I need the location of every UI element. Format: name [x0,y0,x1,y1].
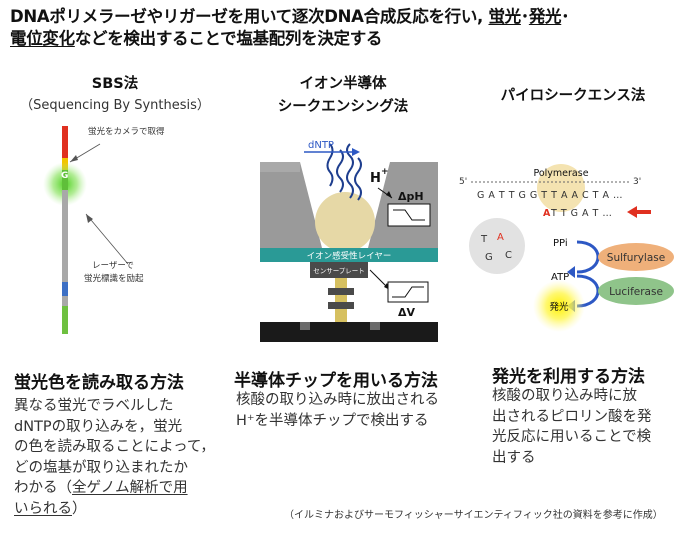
sbs-highlight-cont: いられる [14,500,72,517]
sulfurylase-arrowhead [567,266,575,278]
pyro-desc-line: 出する [492,449,536,466]
sbs-subheading: （Sequencing By Synthesis） [20,98,210,113]
ion-sensitive-layer [260,248,438,262]
sbs-desc-line: 異なる蛍光でラベルした [14,398,174,414]
sulfurylase-arrow [576,240,600,274]
dna-strand [354,157,362,201]
polymerase [537,164,585,212]
h-plus: + [381,167,389,177]
dph-arrowhead [386,191,392,198]
sbs-desc-end: ） [72,500,87,517]
pyro-desc-line: 核酸の取り込み時に放 [492,388,637,404]
sbs-section-title: 蛍光色を読み取る方法 [14,373,184,393]
ion-description: 核酸の取り込み時に放出される H⁺を半導体チップで検出する [236,390,466,431]
ion-desc-line: H⁺を半導体チップで検出する [236,412,429,429]
ion-heading-2: シークエンシング法 [277,99,409,115]
blue-segment [62,282,68,296]
ion-section-title: 半導体チップを用いる方法 [234,371,438,391]
pyro-description: 核酸の取り込み時に放 出されるピロリン酸を発 光反応に用いることで検 出する [492,386,672,468]
sulfurylase-label: Sulfurylase [607,252,665,264]
light-label: 発光 [549,301,569,313]
ion-desc-line: 核酸の取り込み時に放出される [236,392,439,408]
atp-label: ATP [551,272,569,283]
sulfurylase-enzyme [598,243,674,271]
chip-pad [300,322,310,330]
chip-wall-left [260,162,322,248]
sbs-desc-line: の色を読み取ることによって， [14,439,215,455]
three-prime-label: 3' [633,177,641,187]
sbs-desc-line: どの塩基が取り込まれたか [14,459,188,476]
synthesized-sequence: T T G A T … [550,208,612,219]
laser-pointer [85,213,129,265]
template-sequence: G A T T G G T T A A C T A … [477,190,623,201]
title-separator: ･ [561,7,570,26]
pyro-desc-line: 光反応に用いることで検 [492,429,652,445]
layer-label: イオン感受性レイヤー [307,251,392,262]
laser-arrowhead [86,214,93,223]
gray-strand-end [62,296,68,306]
bead [315,192,375,252]
sbs-desc-line: わかる（ [14,480,72,496]
base-c: C [505,250,512,261]
dph-curve [393,209,425,221]
chip-pad [370,322,380,330]
wall-highlight [260,162,300,172]
green-bottom-segment [62,306,68,334]
green-segment [62,170,68,190]
sbs-heading: SBS法 [91,76,139,92]
dntp-arrowhead [352,148,360,156]
camera-label: 蛍光をカメラで取得 [88,126,165,137]
g-label: G [61,171,68,181]
base-g: G [485,252,493,263]
title-separator: ･ [520,7,529,26]
luciferase-enzyme [598,277,674,305]
laser-label-2: 蛍光標識を励起 [84,273,144,284]
ppi-label: PPi [553,238,568,249]
nucleotide-pool [469,218,525,274]
direction-arrow [627,206,651,218]
ion-heading-1: イオン半導体 [299,76,387,92]
sbs-description: 異なる蛍光でラベルした dNTPの取り込みを，蛍光 の色を読み取ることによって，… [14,396,229,519]
sbs-highlight: 全ゲノム解析で用 [72,480,188,496]
light-glow [533,280,585,332]
polymerase-label: Polymerase [533,168,588,179]
sensor-label: センサープレート [313,267,365,275]
h-label: H [370,171,381,186]
title-keyword-luminescence: 発光 [528,7,562,26]
pyro-heading: パイロシークエンス法 [500,88,646,104]
base-a: A [497,232,504,243]
title-text-end: などを検出することで塩基配列を決定する [74,29,383,48]
footnote: （イルミナおよびサーモフィッシャーサイエンティフィック社の資料を参考に作成） [284,510,663,521]
red-segment [62,126,68,158]
dna-strand [336,149,344,193]
camera-arrowhead [70,155,78,162]
pyro-diagram: Polymerase 5' 3' G A T T G G T T A A C T… [459,164,674,332]
sensor-plate [310,262,368,278]
laser-label-1: レーザーで [92,261,134,271]
dntp-label: dNTP [308,140,334,151]
chip-base [260,322,438,342]
incorporated-base: A [543,208,551,219]
dna-strand [326,143,334,187]
five-prime-label: 5' [459,177,467,187]
title-keyword-fluorescence: 蛍光 [488,7,521,26]
sensor-column [335,278,347,322]
base-t: T [480,234,488,245]
dv-label: ΔV [398,306,416,319]
dv-curve [392,286,424,298]
title-keyword-potential: 電位変化 [10,29,75,48]
dph-label: ΔpH [398,190,424,203]
sensor-fin [328,302,354,309]
sbs-desc-line: dNTPの取り込みを，蛍光 [14,418,183,435]
title-text: DNAポリメラーゼやリガーゼを用いて逐次DNA合成反応を行い, [10,7,484,26]
page-title: DNAポリメラーゼやリガーゼを用いて逐次DNA合成反応を行い, 蛍光･発光･ 電… [10,6,675,50]
sensor-fin [328,288,354,295]
luciferase-label: Luciferase [609,286,663,298]
sbs-diagram: G 蛍光をカメラで取得 レーザーで 蛍光標識を励起 [43,126,165,334]
gray-strand [62,190,68,282]
ion-diagram: dNTP H + ΔpH イオン感受性レイヤー センサープレート ΔV [260,140,438,342]
pyro-section-title: 発光を利用する方法 [492,367,645,387]
pyro-desc-line: 出されるピロリン酸を発 [492,408,652,425]
